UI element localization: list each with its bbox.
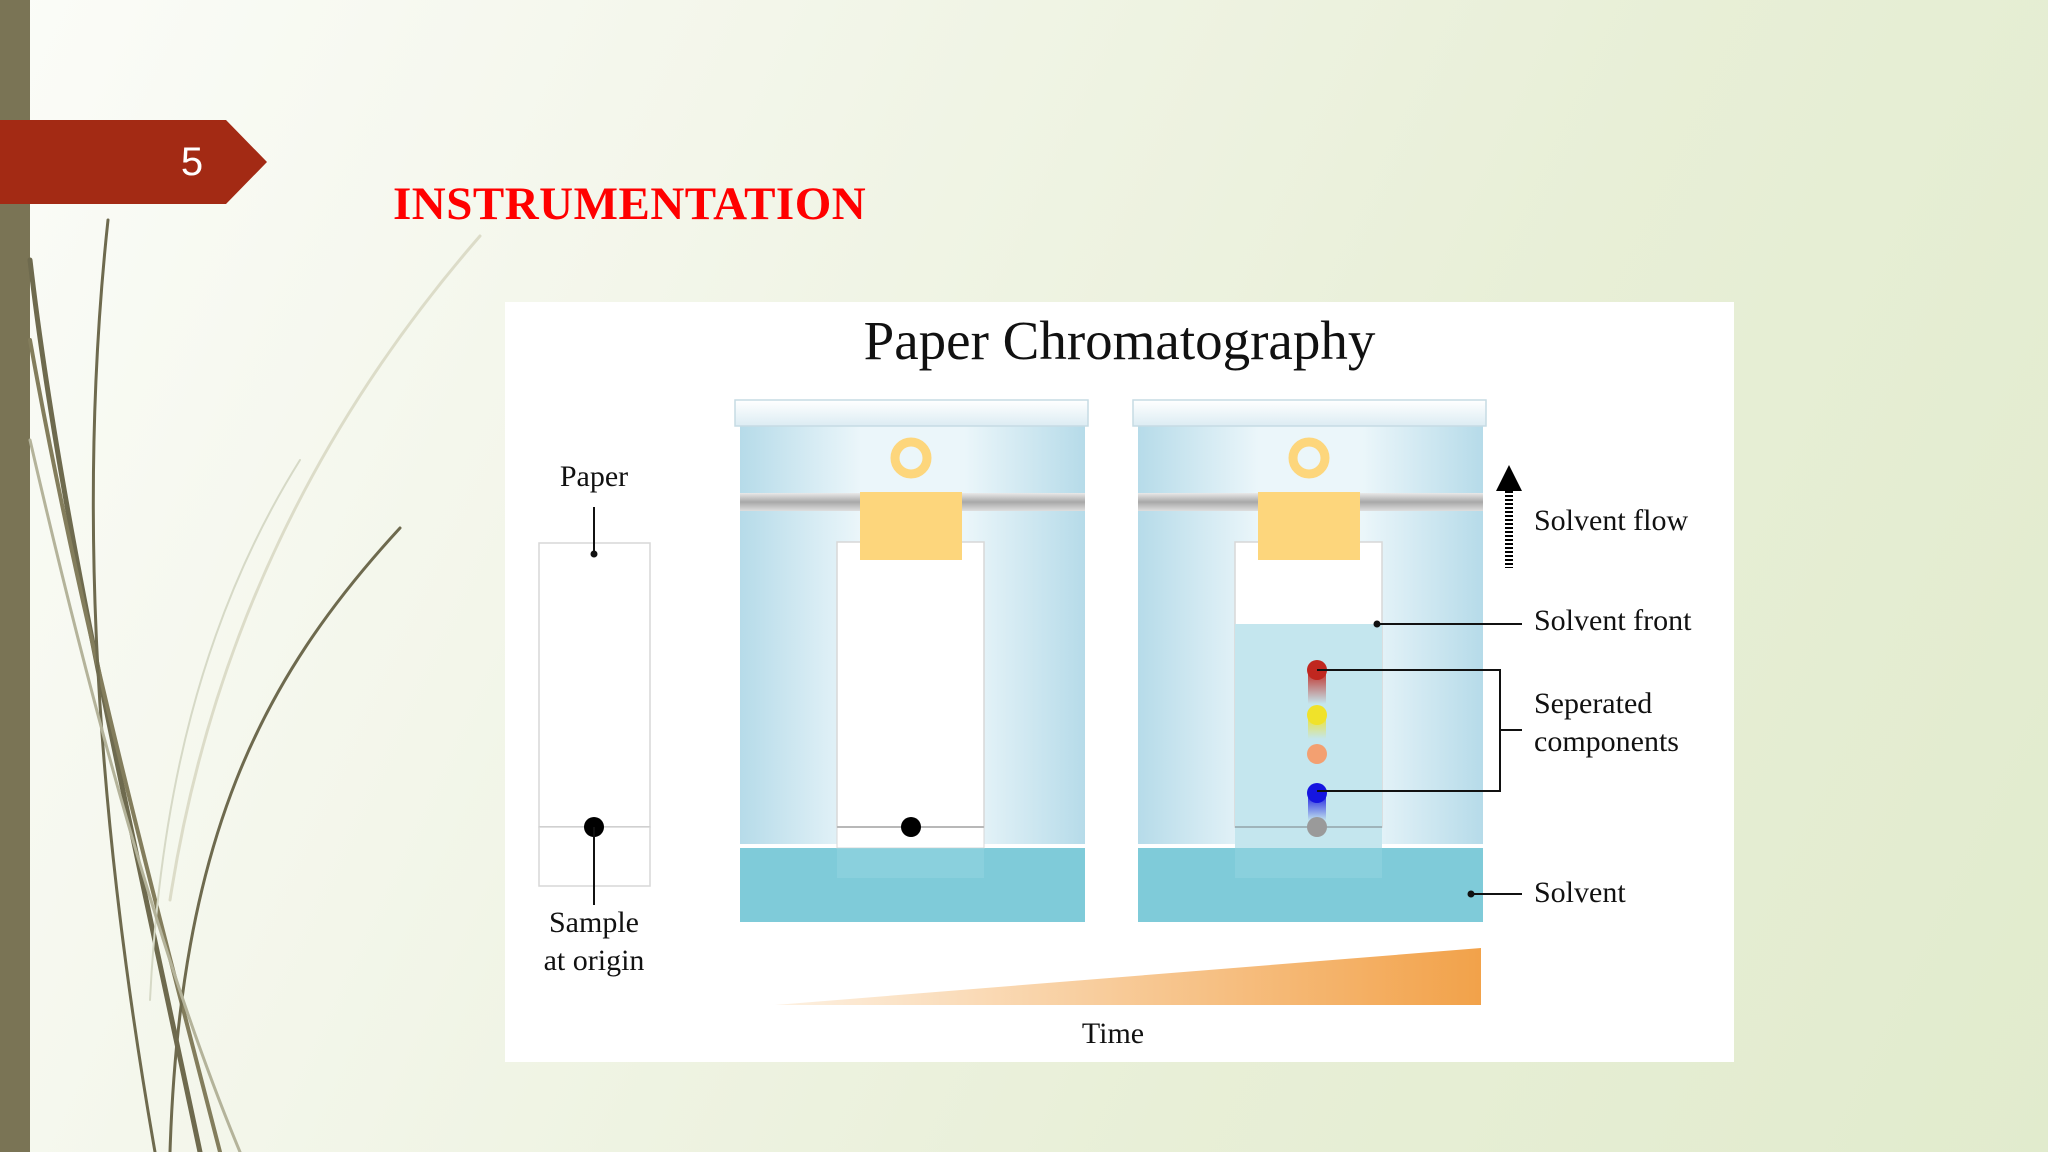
chromatography-diagram	[538, 399, 1522, 1005]
solvent-front-label: Solvent front	[1534, 604, 1692, 637]
paper-strip	[538, 507, 651, 905]
tank-lid	[1132, 399, 1487, 427]
separated-label-line1: Seperated	[1534, 687, 1653, 720]
slide-number: 5	[180, 140, 204, 184]
leader-lines	[1317, 623, 1522, 895]
sample-label-line2: at origin	[543, 944, 645, 977]
slide-title: INSTRUMENTATION	[393, 178, 867, 230]
tank-developed	[1132, 399, 1487, 922]
clip-icon	[860, 437, 962, 560]
time-label: Time	[1081, 1017, 1145, 1050]
clip-icon	[1258, 437, 1360, 560]
tank-start	[734, 399, 1089, 922]
separated-component-spots	[1307, 660, 1327, 837]
separated-components-label: Seperated components	[1534, 685, 1679, 761]
solvent-flow-arrow-icon	[1496, 465, 1522, 568]
solvent-flow-label: Solvent flow	[1534, 504, 1689, 537]
sample-label: Sample at origin	[514, 904, 674, 980]
chromatography-figure: Paper Chromatography Paper Sample at ori…	[505, 302, 1734, 1062]
sample-label-line1: Sample	[549, 906, 639, 939]
paper-label: Paper	[559, 460, 629, 493]
tank-lid	[734, 399, 1089, 427]
solvent-label: Solvent	[1534, 876, 1626, 909]
sample-spot	[901, 817, 921, 837]
decorative-grass-strokes	[27, 218, 482, 1152]
figure-title: Paper Chromatography	[863, 310, 1376, 371]
time-wedge	[775, 948, 1481, 1005]
paper-in-tank	[836, 541, 985, 828]
separated-label-line2: components	[1534, 725, 1679, 758]
slide-number-badge	[0, 120, 267, 204]
